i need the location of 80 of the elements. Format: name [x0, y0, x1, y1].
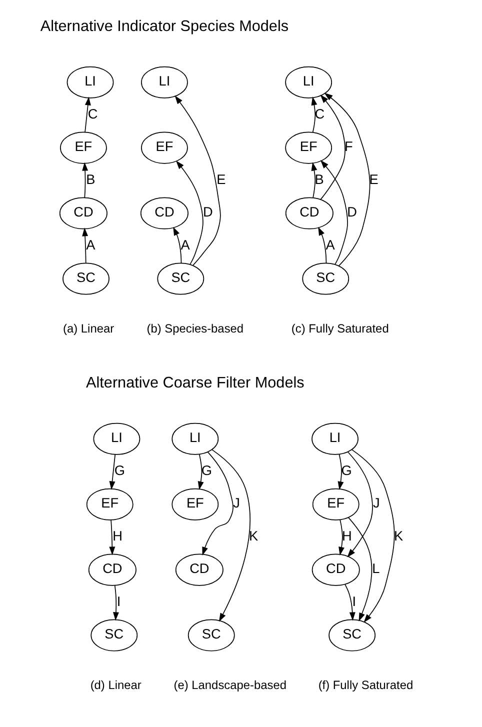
node-ellipse: EF: [86, 488, 134, 520]
arrow: [351, 449, 395, 623]
edge-label: A: [86, 237, 96, 252]
arrow: [318, 226, 327, 264]
edge-label: H: [112, 528, 122, 544]
node-ellipse: CD: [88, 554, 136, 586]
edge-label: D: [203, 204, 213, 220]
node-ellipse: EF: [141, 132, 188, 164]
edge-label: K: [394, 528, 404, 544]
arrow: [324, 92, 370, 266]
arrow: [311, 162, 318, 198]
label: (b) Species-based: [146, 322, 244, 336]
arrow: [109, 520, 116, 556]
arrow: [113, 585, 119, 621]
node-ellipse: EF: [60, 132, 107, 164]
arrow: [320, 160, 348, 265]
node-ellipse: SC: [62, 262, 110, 295]
edge-label: K: [249, 528, 258, 544]
node-ellipse: SC: [157, 262, 204, 295]
edge-label: J: [233, 496, 240, 511]
edge-label: H: [342, 528, 352, 544]
arrow: [320, 94, 346, 200]
arrow: [347, 452, 373, 558]
edge-label: C: [88, 106, 98, 122]
node-ellipse: EF: [312, 488, 360, 520]
edge-label: E: [216, 172, 226, 187]
arrow: [176, 160, 204, 265]
node-ellipse: LI: [66, 66, 114, 98]
label: (a) Linear: [63, 322, 114, 336]
node-ellipse: SC: [90, 619, 138, 652]
arrow: [338, 454, 344, 490]
arrow: [109, 454, 116, 490]
node-ellipse: LI: [172, 422, 219, 455]
edge-label: G: [201, 462, 212, 478]
node-ellipse: LI: [312, 422, 358, 455]
edge-label: I: [116, 594, 121, 609]
label: (d) Linear: [90, 678, 142, 692]
label: (f) Fully Saturated: [318, 678, 414, 692]
arrow: [348, 517, 372, 622]
arrow: [173, 226, 182, 264]
label: (c) Fully Saturated: [291, 322, 389, 336]
node-ellipse: CD: [175, 554, 224, 586]
edge-label: J: [372, 496, 380, 511]
edge-label: F: [344, 139, 353, 154]
node-ellipse: EF: [172, 488, 219, 520]
edge-label: A: [326, 237, 335, 252]
label: Alternative Coarse Filter Models: [86, 374, 304, 392]
edge-label: E: [369, 172, 378, 187]
arrow: [82, 228, 88, 264]
arrow: [202, 452, 234, 556]
arrow: [84, 96, 91, 132]
arrow: [198, 454, 204, 490]
edge-label: B: [86, 172, 96, 187]
edge-label: A: [180, 237, 190, 252]
arrow: [311, 96, 318, 133]
edge-label: G: [341, 462, 352, 478]
label: (e) Landscape-based: [174, 678, 286, 692]
node-ellipse: CD: [140, 197, 188, 230]
edge-label: B: [314, 172, 324, 187]
arrow: [82, 162, 88, 198]
node-ellipse: SC: [328, 619, 376, 652]
edge-label: L: [372, 561, 380, 576]
edge-label: G: [114, 462, 125, 478]
node-ellipse: CD: [285, 197, 334, 230]
node-ellipse: EF: [285, 132, 332, 164]
node-ellipse: LI: [141, 66, 188, 98]
edge-label: D: [347, 204, 357, 220]
node-ellipse: CD: [312, 554, 360, 586]
arrow: [344, 584, 356, 621]
arrow: [174, 96, 221, 266]
edge-label: C: [314, 106, 325, 122]
node-ellipse: SC: [188, 619, 235, 652]
node-ellipse: LI: [93, 422, 140, 455]
node-ellipse: LI: [285, 66, 332, 98]
edge-label: I: [352, 594, 356, 609]
arrow: [338, 520, 344, 556]
arrow: [212, 449, 250, 622]
label: Alternative Indicator Species Models: [40, 18, 289, 36]
node-ellipse: SC: [302, 262, 350, 295]
node-ellipse: CD: [59, 197, 108, 230]
